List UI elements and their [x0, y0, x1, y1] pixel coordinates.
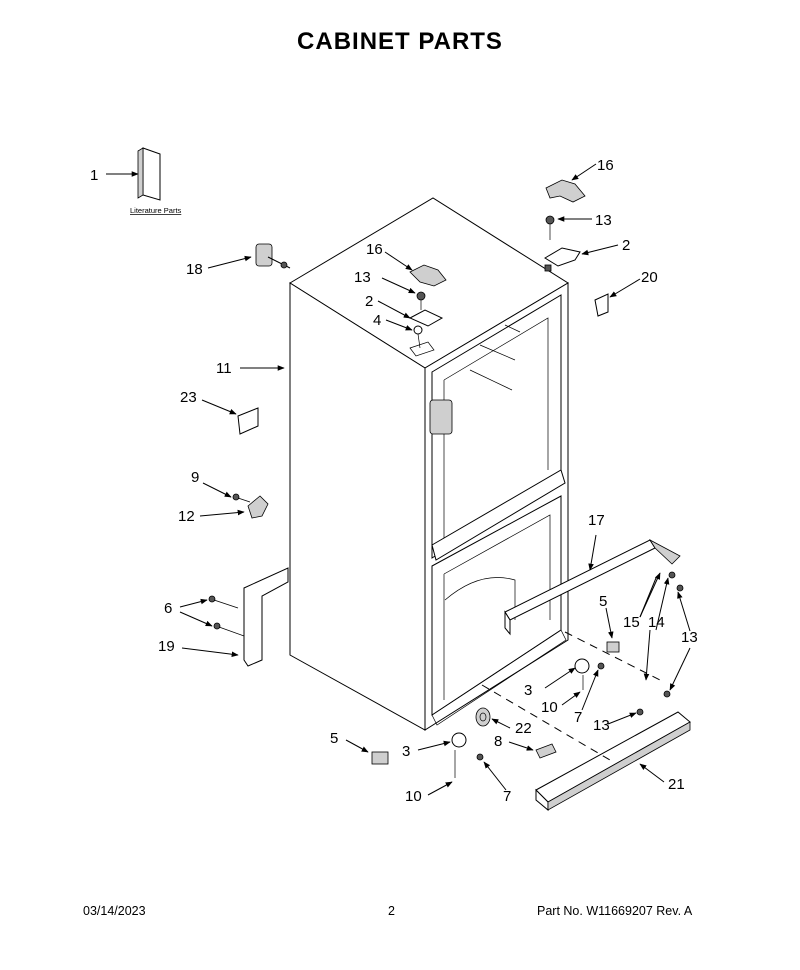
callout-11: 11 — [216, 360, 232, 377]
callout-numbers: 1 16 13 2 20 18 16 13 2 4 11 23 9 12 17 … — [90, 157, 698, 805]
door-bracket — [247, 495, 269, 519]
callout-9: 9 — [191, 469, 199, 486]
callout-7: 7 — [503, 788, 511, 805]
callout-13: 13 — [593, 717, 610, 734]
foam-pad-left — [371, 751, 389, 765]
callout-12: 12 — [178, 508, 195, 525]
screw-bracket — [232, 493, 251, 503]
callout-15: 15 — [623, 614, 640, 631]
grille-clip — [535, 743, 557, 759]
callout-18: 18 — [186, 261, 203, 278]
callout-3: 3 — [524, 682, 532, 699]
front-rail — [504, 538, 681, 636]
callout-5: 5 — [599, 593, 607, 610]
screw-top-right — [545, 215, 555, 240]
literature-parts-label: Literature Parts — [130, 206, 182, 215]
hinge-cover-right — [545, 179, 586, 203]
callout-13: 13 — [681, 629, 698, 646]
footer-part-number: Part No. W11669207 Rev. A — [537, 904, 693, 918]
callout-6: 6 — [164, 600, 172, 617]
callout-7: 7 — [574, 709, 582, 726]
door-closer — [255, 243, 291, 269]
hinge-top-left — [408, 309, 444, 327]
callout-20: 20 — [641, 269, 658, 286]
callout-10: 10 — [541, 699, 558, 716]
callout-14: 14 — [648, 614, 665, 631]
hinge-top-right — [544, 247, 581, 267]
serial-label — [237, 407, 259, 435]
rail-screws — [636, 571, 684, 716]
callout-2: 2 — [365, 293, 373, 310]
screw-top-left — [416, 291, 426, 310]
base-grille — [535, 711, 691, 812]
side-mount-plate — [208, 567, 289, 667]
callout-22: 22 — [515, 720, 532, 737]
leveling-leg-left — [451, 732, 484, 778]
leveling-leg-right — [574, 658, 605, 690]
foam-pad-right — [606, 641, 620, 653]
page-title: CABINET PARTS — [297, 28, 503, 55]
callout-21: 21 — [668, 776, 685, 793]
callout-13: 13 — [595, 212, 612, 229]
alignment-line-2 — [564, 631, 661, 681]
callout-19: 19 — [158, 638, 175, 655]
callout-2: 2 — [622, 237, 630, 254]
door-stop — [594, 293, 609, 317]
callout-23: 23 — [180, 389, 197, 406]
alignment-line — [481, 684, 611, 761]
hinge-pin — [409, 325, 435, 357]
roller-wheel — [475, 707, 491, 727]
callout-16: 16 — [597, 157, 614, 174]
callout-8: 8 — [494, 733, 502, 750]
literature-parts-icon: Literature Parts — [130, 147, 182, 215]
callout-16: 16 — [366, 241, 383, 258]
footer-date: 03/14/2023 — [83, 904, 146, 918]
callout-4: 4 — [373, 312, 381, 329]
callout-3: 3 — [402, 743, 410, 760]
hinge-cover-left — [409, 264, 447, 287]
leader-lines — [106, 163, 691, 796]
callout-10: 10 — [405, 788, 422, 805]
callout-1: 1 — [90, 167, 98, 184]
callout-5: 5 — [330, 730, 338, 747]
callout-13: 13 — [354, 269, 371, 286]
footer-page-number: 2 — [388, 904, 395, 918]
callout-17: 17 — [588, 512, 605, 529]
